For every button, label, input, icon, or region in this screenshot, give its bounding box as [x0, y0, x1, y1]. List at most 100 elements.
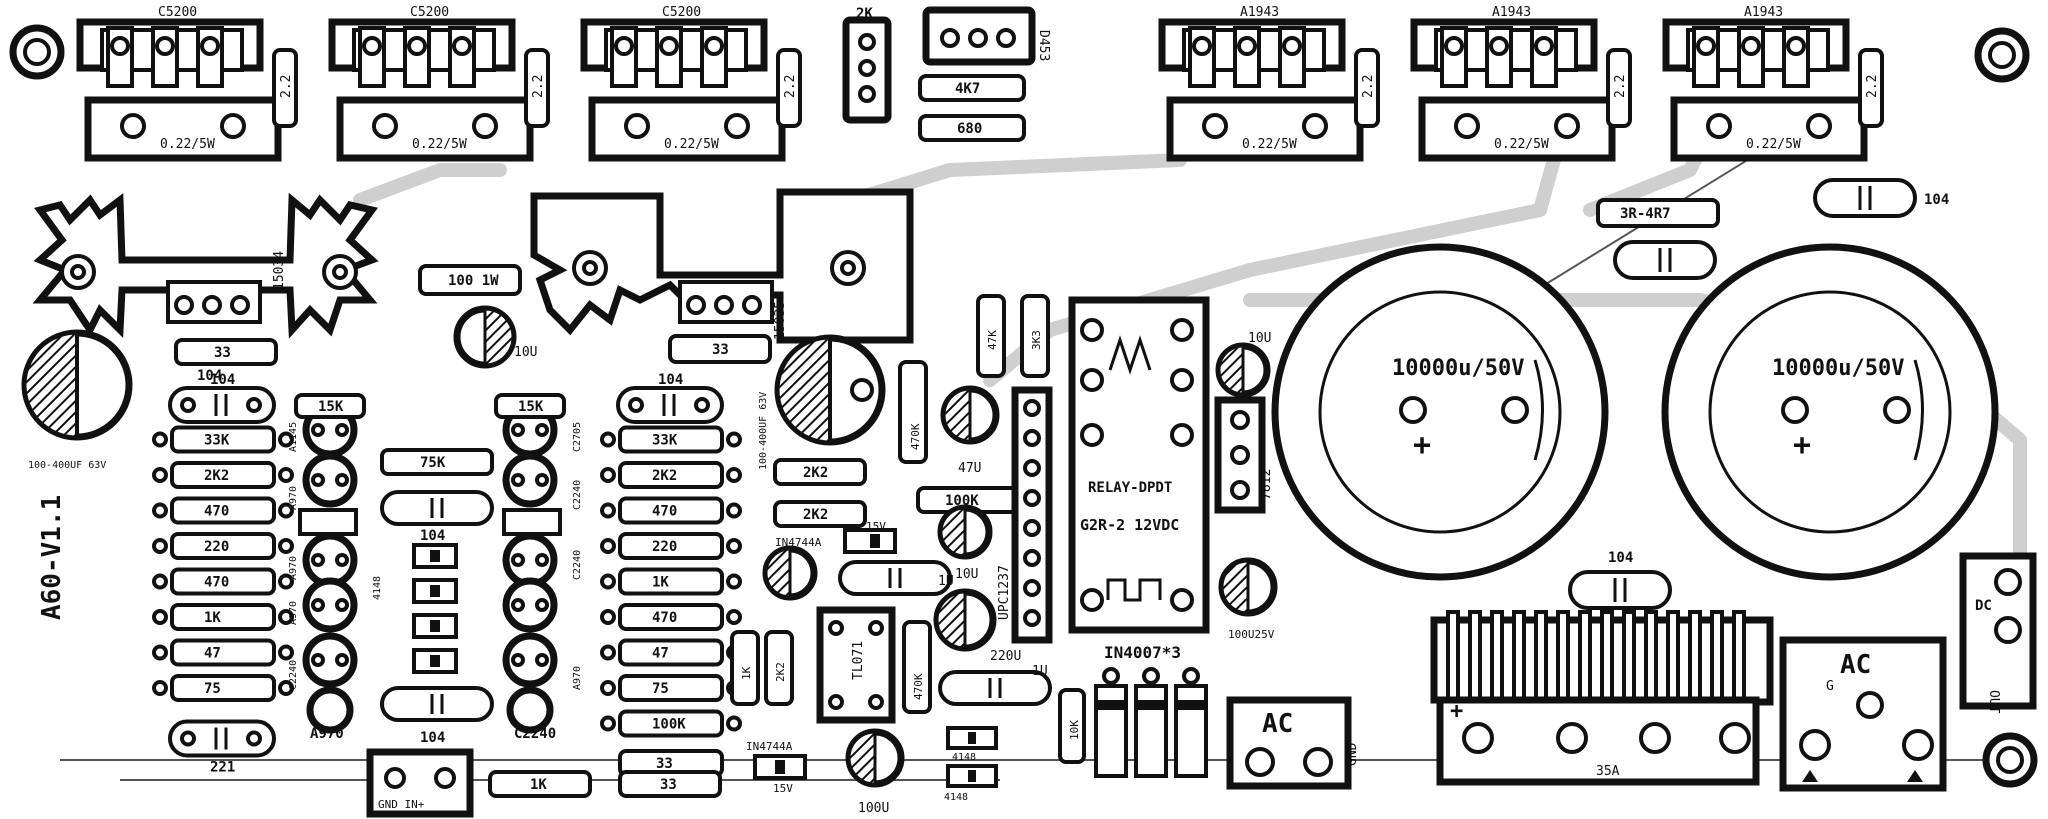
right-col-item-2: 33K — [600, 425, 742, 454]
label-ac-right: AC — [1840, 650, 1871, 680]
label-emitter-resistor-4: 0.22/5W — [1242, 137, 1297, 152]
base-resistor-5 — [1606, 48, 1632, 128]
left-col-label-4: 470 — [204, 504, 229, 520]
mounting-holes — [9, 24, 2038, 788]
cap-near-3r3 — [1613, 240, 1717, 280]
label-gnd-in: GND IN+ — [378, 798, 425, 811]
ic-upc1237 — [1011, 386, 1053, 644]
driver-heatsink-left: 15034 — [32, 192, 379, 339]
left-col-item-2: 33K — [152, 425, 294, 454]
right-col-label-5: 220 — [652, 539, 677, 555]
to92-left-stack — [302, 402, 358, 688]
cap-100u25v — [1218, 557, 1278, 617]
emitter-resistor-1 — [84, 96, 282, 162]
right-col-item-9: 75 — [600, 674, 742, 702]
resistor-2k2-b — [773, 500, 867, 528]
label-10u-relay: 10U — [1248, 331, 1271, 346]
relay-section: RELAY-DPDT G2R-2 12VDC 10U 7812 100U25V … — [1058, 296, 1278, 778]
label-transistor-4: A1943 — [1240, 5, 1279, 20]
filter-cap-2 — [1661, 243, 1999, 581]
label-emitter-resistor-5: 0.22/5W — [1494, 137, 1549, 152]
cap-10u-relay — [1215, 342, 1271, 398]
label-4k7: 4K7 — [955, 81, 980, 97]
label-d453: D453 — [1036, 30, 1051, 61]
right-col-label-7: 470 — [652, 610, 677, 626]
left-col-label-1: 104 — [210, 372, 235, 388]
resistor-1k-input — [488, 770, 592, 798]
cap-big-center: 100-400UF 63V — [758, 334, 886, 470]
resistor-33-b — [668, 334, 772, 364]
resistor-3r3 — [1596, 198, 1720, 228]
label-10k: 10K — [1068, 720, 1081, 740]
label-transistor-3: C5200 — [662, 5, 701, 20]
board-version: A60-V1.1 — [37, 495, 67, 620]
left-col-label-7: 1K — [204, 610, 221, 626]
label-emitter-resistor-2: 0.22/5W — [412, 137, 467, 152]
label-cap-10u-driver: 10U — [514, 345, 537, 360]
diode-in4007-3 — [1174, 684, 1208, 778]
label-a1145: A1145 — [288, 422, 299, 452]
label-a970-2: A970 — [288, 556, 299, 580]
bridge-plus: + — [1450, 699, 1463, 724]
left-col-label-9: 75 — [204, 681, 221, 697]
left-col-label-3: 2K2 — [204, 468, 229, 484]
resistor-470k-b — [902, 620, 932, 714]
psu-section: 10000u/50V + 10000u/50V + 3R-4R7 104 104… — [1271, 178, 2037, 792]
mid-transistor-array: 15K 15K 75K 104 A1145 C2705 A970 A970 A9… — [288, 393, 722, 818]
left-col-item-5: 220 — [152, 532, 294, 560]
label-base-resistor-5: 2.2 — [1613, 75, 1628, 98]
resistor-33-input — [618, 770, 722, 798]
label-470k-a: 470K — [909, 423, 922, 450]
label-1k-input: 1K — [530, 777, 547, 793]
label-relay-model: G2R-2 12VDC — [1080, 516, 1179, 534]
right-col-item-4: 470 — [600, 496, 742, 525]
left-col-label-5: 220 — [204, 539, 229, 555]
label-104-b: 104 — [420, 730, 445, 746]
resistor-2k2-a — [773, 458, 867, 486]
label-bridge: 35A — [1596, 764, 1620, 779]
label-ic: TL071 — [851, 641, 866, 680]
right-col-item-3: 2K2 — [600, 461, 742, 489]
left-col-label-6: 470 — [204, 575, 229, 591]
label-ac-center: AC — [1262, 709, 1293, 739]
cap-104-psu-a — [1813, 178, 1917, 218]
label-2k: 2K — [856, 6, 873, 22]
resistor-15k-b — [494, 393, 566, 419]
label-a970-4: A970 — [572, 666, 583, 690]
resistor-33-top — [174, 338, 278, 366]
diode-block-a — [298, 508, 358, 536]
plus-sign-2: + — [1793, 428, 1811, 463]
label-15k-a: 15K — [318, 399, 344, 415]
cap-1u-a — [838, 560, 952, 596]
label-47u: 47U — [958, 461, 981, 476]
output-connector: DC OUT — [1959, 552, 2037, 714]
label-4148-b: 4148 — [944, 792, 968, 803]
label-33-top: 33 — [214, 345, 231, 361]
label-2k2-b: 2K2 — [803, 507, 828, 523]
base-resistor-1 — [272, 48, 298, 128]
resistor-10k — [1058, 688, 1086, 764]
label-c2240-1: C2240 — [288, 660, 299, 690]
emitter-resistor-6 — [1670, 96, 1868, 162]
cap-left-small — [762, 545, 818, 601]
label-33-b: 33 — [712, 342, 729, 358]
cap-104-b — [380, 686, 494, 722]
label-filter-cap-1: 10000u/50V — [1392, 356, 1524, 381]
right-col-label-10: 100K — [652, 717, 686, 733]
label-4148: 4148 — [372, 576, 383, 600]
left-col-item-10: 221 — [168, 719, 276, 776]
right-col-label-11: 33 — [656, 756, 673, 772]
right-col-item-5: 220 — [600, 532, 742, 560]
label-1k-c: 1K — [740, 666, 753, 680]
label-base-resistor-1: 2.2 — [279, 75, 294, 98]
label-100-1w: 100 1W — [448, 273, 499, 289]
emitter-resistor-4 — [1166, 96, 1364, 162]
cap-10u-driver: 10U — [453, 305, 537, 369]
base-resistor-2 — [524, 48, 550, 128]
left-col-item-7: 1K — [152, 603, 294, 631]
diode-4148-column: 4148 — [372, 543, 458, 674]
label-2k2-c: 2K2 — [774, 662, 787, 682]
label-upc: UPC1237 — [997, 565, 1012, 620]
label-100k: 100K — [945, 493, 979, 509]
